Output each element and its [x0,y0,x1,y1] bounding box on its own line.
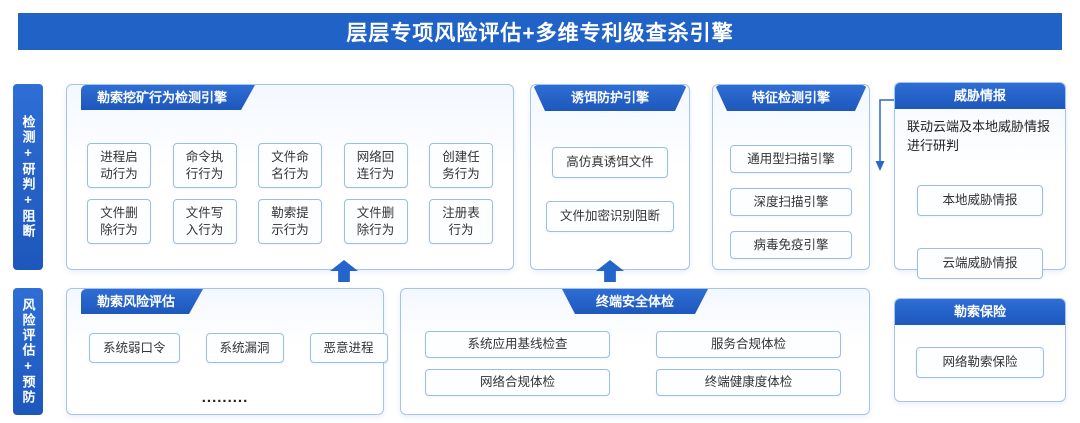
panel-ransom-behavior-title: 勒索挖矿行为检测引擎 [81,85,255,110]
panel-threat-intel-title: 威胁情报 [895,83,1065,109]
ellipsis-more: ......... [201,389,249,406]
title-banner: 层层专项风险评估+多维专利级查杀引擎 [18,13,1062,50]
panel-endpoint-check: 终端安全体检 系统应用基线检查 服务合规体检 网络合规体检 终端健康度体检 [400,288,870,415]
endpoint-chip: 终端健康度体检 [656,369,841,396]
behavior-chip-grid: 进程启动行为 命令执行行为 文件命名行为 网络回连行为 创建任务行为 文件删除行… [87,143,493,244]
behavior-chip: 文件写入行为 [172,199,237,244]
panel-threat-intel: 威胁情报 联动云端及本地威胁情报进行研判 本地威胁情报 云端威胁情报 [894,82,1066,279]
panel-decoy: 诱饵防护引擎 高仿真诱饵文件 文件加密识别阻断 [530,84,690,270]
insurance-chip-list: 网络勒索保险 [895,347,1065,378]
panel-insurance: 勒索保险 网络勒索保险 [894,298,1066,402]
behavior-chip: 文件删除行为 [87,199,151,244]
insurance-chip: 网络勒索保险 [916,347,1044,378]
risk-chip: 系统漏洞 [205,333,284,363]
side-label-detect: 检测+研判+阻断 [13,84,43,270]
threat-intel-chip-list: 本地威胁情报 云端威胁情报 [895,185,1065,279]
behavior-chip: 勒索提示行为 [258,199,322,244]
panel-decoy-title: 诱饵防护引擎 [533,85,687,111]
behavior-chip: 命令执行行为 [172,143,237,188]
behavior-chip: 进程启动行为 [87,143,151,188]
panel-risk-assessment: 勒索风险评估 系统弱口令 系统漏洞 恶意进程 ......... [66,288,388,415]
threat-intel-chip: 本地威胁情报 [917,185,1043,216]
decoy-chip: 文件加密识别阻断 [545,201,674,232]
endpoint-chip-grid: 系统应用基线检查 服务合规体检 网络合规体检 终端健康度体检 [425,331,841,396]
signature-chip: 病毒免疫引擎 [730,231,852,259]
endpoint-chip: 服务合规体检 [656,331,841,358]
panel-endpoint-check-title: 终端安全体检 [562,289,708,314]
decoy-chip: 高仿真诱饵文件 [552,147,668,178]
panel-risk-assessment-title: 勒索风险评估 [81,289,203,314]
risk-chip: 系统弱口令 [89,333,180,363]
panel-ransom-behavior: 勒索挖矿行为检测引擎 进程启动行为 命令执行行为 文件命名行为 网络回连行为 创… [66,84,514,270]
signature-chip: 深度扫描引擎 [730,188,852,216]
risk-chip: 恶意进程 [309,333,388,363]
panel-signature-title: 特征检测引擎 [715,85,867,111]
endpoint-chip: 网络合规体检 [425,369,610,396]
behavior-chip: 创建任务行为 [429,143,493,188]
panel-signature: 特征检测引擎 通用型扫描引擎 深度扫描引擎 病毒免疫引擎 [712,84,870,270]
signature-chip-list: 通用型扫描引擎 深度扫描引擎 病毒免疫引擎 [713,145,869,259]
behavior-chip: 注册表行为 [429,199,493,244]
behavior-chip: 网络回连行为 [343,143,408,188]
threat-intel-description: 联动云端及本地威胁情报进行研判 [907,119,1051,153]
endpoint-chip: 系统应用基线检查 [425,331,610,358]
behavior-chip: 文件删除行为 [343,199,408,244]
threat-intel-chip: 云端威胁情报 [917,248,1043,279]
side-label-prevent: 风险评估+预防 [13,288,43,415]
behavior-chip: 文件命名行为 [258,143,322,188]
risk-chip-row: 系统弱口令 系统漏洞 恶意进程 [89,333,388,363]
signature-chip: 通用型扫描引擎 [730,145,852,173]
panel-insurance-title: 勒索保险 [895,299,1065,325]
decoy-chip-list: 高仿真诱饵文件 文件加密识别阻断 [531,147,689,232]
